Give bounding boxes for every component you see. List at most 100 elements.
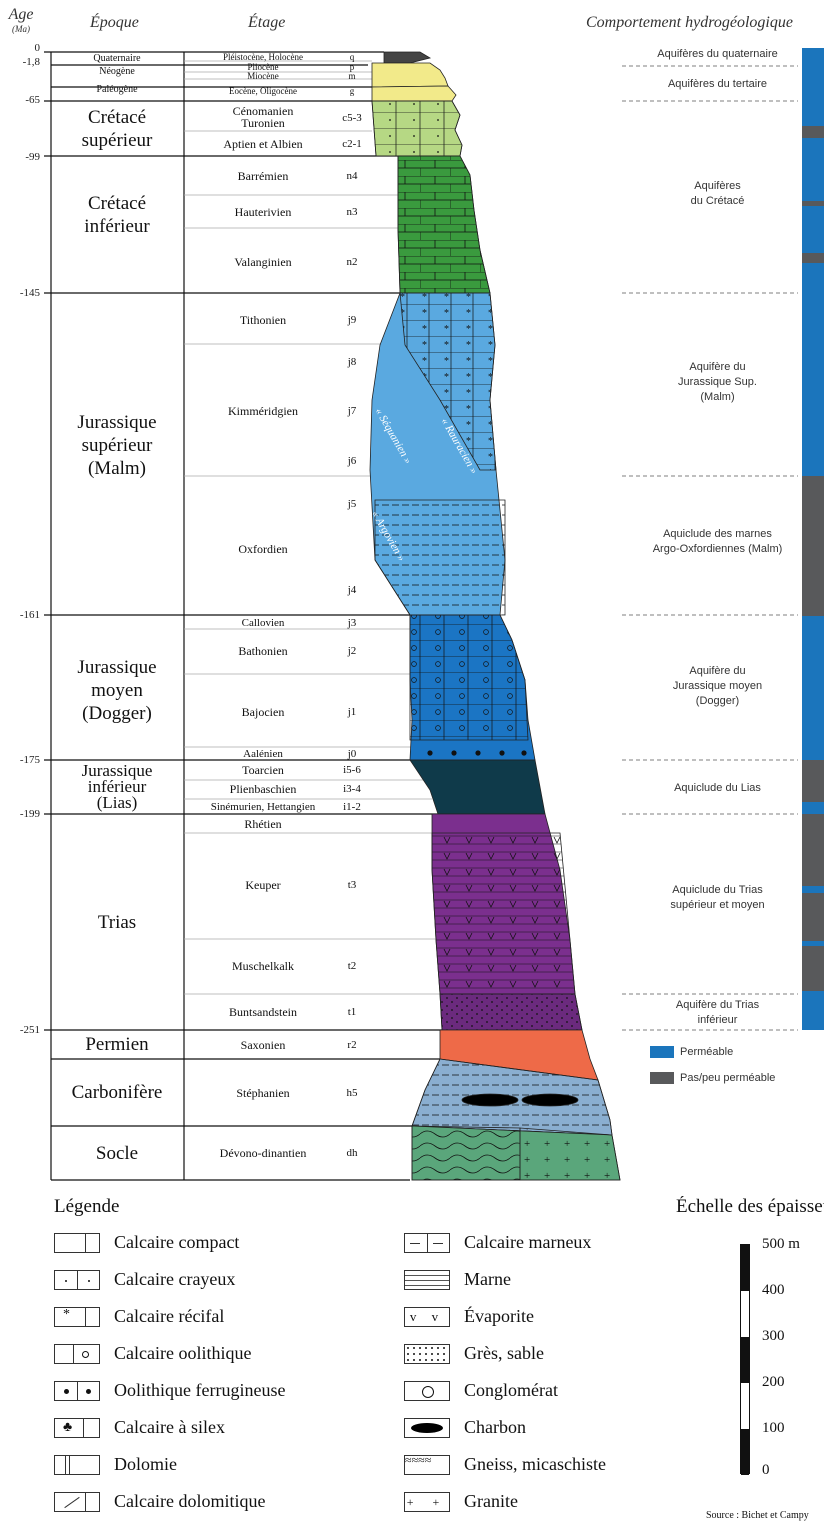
stage-label: Cénomanien Turonien bbox=[232, 104, 294, 130]
age-tick: -251 bbox=[19, 1024, 40, 1036]
permeability-impermeable bbox=[802, 946, 824, 991]
legend-item: Conglomérat bbox=[404, 1380, 558, 1401]
source-note: Source : Bichet et Campy bbox=[706, 1510, 809, 1521]
stage-code: j4 bbox=[347, 584, 357, 596]
stage-label: Kimméridgien bbox=[228, 404, 298, 418]
stage-code: r2 bbox=[347, 1039, 357, 1051]
stage-code: j9 bbox=[347, 314, 357, 326]
legend-item: Calcaire dolomitique bbox=[54, 1491, 265, 1512]
hydro-label: Aquiclude du Lias bbox=[674, 781, 761, 794]
legend-item: Marne bbox=[404, 1269, 511, 1290]
stage-code: j8 bbox=[347, 356, 357, 368]
epoch-permien: Permien bbox=[85, 1034, 149, 1055]
stage-label: Bathonien bbox=[238, 644, 288, 658]
age-tick: -161 bbox=[19, 609, 40, 621]
hydro-header: Comportement hydrogéologique bbox=[586, 14, 793, 31]
legend-label: Calcaire oolithique bbox=[114, 1343, 252, 1363]
permeability-impermeable bbox=[802, 476, 824, 616]
stage-code: n2 bbox=[346, 256, 358, 268]
legend-label: Dolomie bbox=[114, 1454, 177, 1474]
permeability-impermeable bbox=[802, 201, 824, 206]
stage-label: Pliocène bbox=[247, 62, 279, 72]
stage-code: j3 bbox=[347, 616, 357, 629]
legend-label: Marne bbox=[464, 1269, 511, 1289]
legend-label: Calcaire à silex bbox=[114, 1417, 225, 1437]
epoch-jurassique-superieur: Jurassique supérieur (Malm) bbox=[77, 411, 157, 479]
stage-code: i5-6 bbox=[343, 764, 361, 776]
legend-swatch-granite: + + bbox=[404, 1491, 450, 1512]
hydro-label: Aquiclude des marnes Argo-Oxfordiennes (… bbox=[652, 528, 783, 555]
hydro-label: Aquifères du tertaire bbox=[667, 77, 768, 90]
stage-code: j2 bbox=[347, 645, 357, 657]
legend-label: Calcaire marneux bbox=[464, 1232, 592, 1252]
stage-label: Aalénien bbox=[243, 748, 283, 760]
stage-label: Barrémien bbox=[237, 169, 289, 183]
legend-swatch-calcaire-crayeux bbox=[54, 1269, 100, 1290]
hydro-legend-permeable-label: Perméable bbox=[680, 1046, 734, 1058]
stage-code: j0 bbox=[347, 748, 357, 760]
legend-item: * Calcaire récifal bbox=[54, 1306, 224, 1327]
stage-header: Étage bbox=[248, 14, 286, 31]
stage-label: Aptien et Albien bbox=[223, 137, 303, 151]
legend-label: Oolithique ferrugineuse bbox=[114, 1380, 286, 1400]
hydro-label: Aquifère du Trias inférieur bbox=[675, 999, 760, 1026]
stage-code: i1-2 bbox=[343, 801, 361, 813]
hydro-label: Aquifère du Jurassique Sup. (Malm) bbox=[678, 360, 757, 403]
legend-swatch-calcaire-oolithique bbox=[54, 1343, 100, 1364]
legend-title: Légende bbox=[54, 1196, 120, 1217]
hydro-label: Aquifère du Jurassique moyen (Dogger) bbox=[672, 664, 763, 707]
legend-item: Calcaire compact bbox=[54, 1232, 239, 1253]
stage-label: Eocène, Oligocène bbox=[229, 86, 297, 96]
epoch-neogene: Néogène bbox=[99, 66, 135, 77]
legend-swatch-calcaire-recifal: * bbox=[54, 1306, 100, 1327]
stage-code: g bbox=[349, 86, 355, 96]
stage-label: Tithonien bbox=[239, 313, 287, 327]
epoch-socle: Socle bbox=[95, 1142, 139, 1164]
legend-label: Calcaire dolomitique bbox=[114, 1491, 266, 1511]
legend-label: Évaporite bbox=[464, 1306, 534, 1326]
legend-label: Calcaire récifal bbox=[114, 1306, 225, 1326]
epoch-quaternaire: Quaternaire bbox=[93, 52, 141, 64]
stage-code: m bbox=[348, 71, 356, 81]
legend-swatch-charbon bbox=[404, 1417, 450, 1438]
stage-code: j5 bbox=[347, 498, 357, 510]
stage-code: i3-4 bbox=[343, 783, 361, 795]
scale-bar bbox=[740, 1244, 750, 1475]
stage-code: c5-3 bbox=[342, 112, 362, 124]
legend-swatch-calcaire-marneux bbox=[404, 1232, 450, 1253]
stage-code: p bbox=[349, 62, 355, 72]
stage-code: q bbox=[349, 52, 355, 62]
age-tick: 0 bbox=[34, 42, 41, 54]
stage-label: Dévono-dinantien bbox=[219, 1146, 307, 1160]
stage-label: Toarcien bbox=[242, 763, 284, 777]
scale-tick: 100 bbox=[762, 1420, 785, 1436]
age-tick: -65 bbox=[25, 94, 40, 106]
legend-item: Calcaire marneux bbox=[404, 1232, 591, 1253]
stage-code: t1 bbox=[347, 1006, 357, 1018]
legend-swatch-marne bbox=[404, 1269, 450, 1290]
hydro-legend-impermeable-label: Pas/peu perméable bbox=[680, 1072, 776, 1084]
permeability-impermeable bbox=[802, 893, 824, 941]
stage-code: c2-1 bbox=[342, 138, 362, 150]
legend-item: Grès, sable bbox=[404, 1343, 544, 1364]
legend-swatch-oolithique-ferrugineuse bbox=[54, 1380, 100, 1401]
legend-item: Calcaire crayeux bbox=[54, 1269, 235, 1290]
stage-code: j6 bbox=[347, 455, 357, 467]
permeability-impermeable bbox=[802, 253, 824, 263]
hydro-label: Aquiclude du Trias supérieur et moyen bbox=[670, 884, 765, 911]
legend-swatch-dolomie bbox=[54, 1454, 100, 1475]
legend-swatch-conglomerat bbox=[404, 1380, 450, 1401]
legend-label: Gneiss, micaschiste bbox=[464, 1454, 606, 1474]
legend-swatch-calcaire-silex: ♣ bbox=[54, 1417, 100, 1438]
stage-code: dh bbox=[346, 1147, 358, 1159]
stage-label: Bajocien bbox=[241, 705, 285, 719]
permeability-bar bbox=[802, 48, 824, 1030]
legend-item: Oolithique ferrugineuse bbox=[54, 1380, 285, 1401]
scale-tick: 500 m bbox=[762, 1236, 800, 1252]
lithological-column: * + bbox=[369, 51, 621, 1181]
stage-label: Plienbaschien bbox=[229, 782, 297, 796]
stage-label: Oxfordien bbox=[238, 542, 288, 556]
stage-label: Saxonien bbox=[240, 1038, 286, 1052]
age-unit-label: (Ma) bbox=[12, 24, 30, 34]
